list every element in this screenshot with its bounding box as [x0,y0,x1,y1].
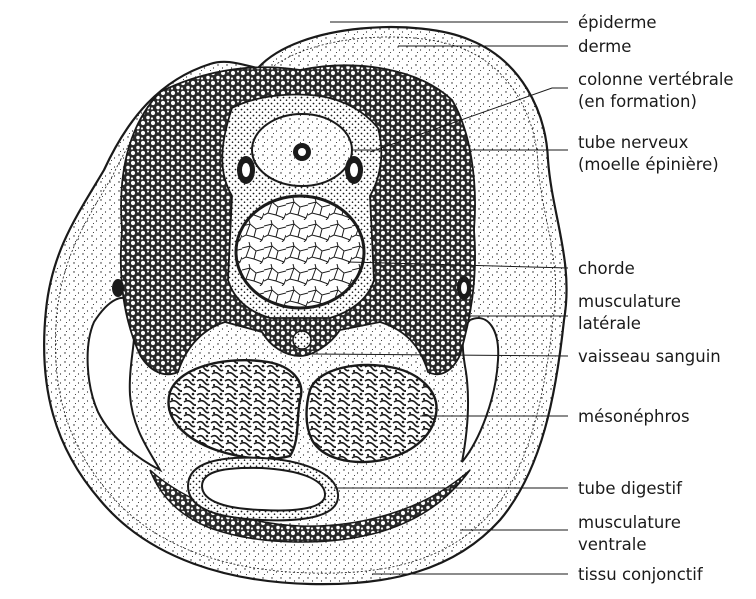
blood-vessel [293,331,311,349]
label-tube-digestif: tube digestif [578,479,683,498]
label-colonne-vertebrale: colonne vertébrale (en formation) [578,70,739,111]
label-epiderme: épiderme [578,13,657,32]
label-tube-nerveux: tube nerveux (moelle épinière) [578,133,719,174]
label-musculature-laterale: musculature latérale [578,292,686,333]
label-musculature-ventrale: musculature ventrale [578,513,686,554]
label-chorde: chorde [578,259,635,278]
label-tissu-conjonctif: tissu conjonctif [578,565,704,584]
label-mesonephros: mésonéphros [578,407,690,426]
labels: épiderme derme colonne vertébrale (en fo… [578,13,739,584]
notochord [236,196,364,308]
label-vaisseau-sanguin: vaisseau sanguin [578,347,721,366]
label-derme: derme [578,37,631,56]
